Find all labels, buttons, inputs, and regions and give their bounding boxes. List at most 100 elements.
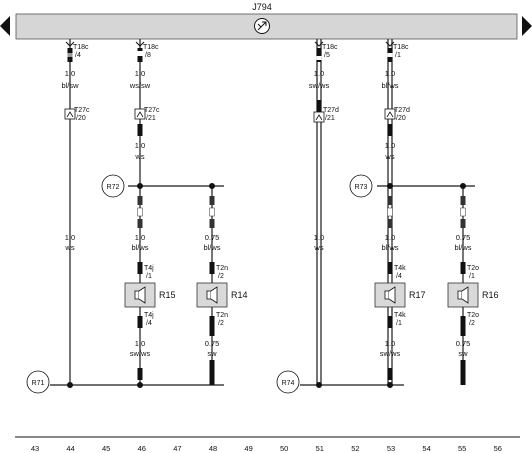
connector-pin: /4 <box>75 52 81 59</box>
wire-size: 0.75 <box>456 339 471 348</box>
column-number: 51 <box>316 444 324 453</box>
wire-color: sw/ws <box>130 349 151 358</box>
wire-color: bl/sw <box>61 81 79 90</box>
connector-pin: /1 <box>469 273 475 280</box>
connector-pin: /21 <box>325 115 335 122</box>
wire-color: sw <box>207 349 217 358</box>
connector-label: T2o <box>467 265 479 272</box>
connector-pin: /4 <box>396 273 402 280</box>
connector-pin: /5 <box>324 52 330 59</box>
connector-label: T27c <box>74 107 90 114</box>
wire-color: ws <box>313 243 323 252</box>
speaker-label: R15 <box>159 290 176 300</box>
triangle-right-icon <box>522 16 532 36</box>
speaker-label: R17 <box>409 290 426 300</box>
connector-pin: /8 <box>145 52 151 59</box>
connector-pin: /4 <box>146 320 152 327</box>
ref-label: R73 <box>355 184 368 191</box>
unit-label: J794 <box>252 2 272 12</box>
wire-color: sw/ws <box>309 81 330 90</box>
column-number: 50 <box>280 444 288 453</box>
wire-size: 1.0 <box>314 233 324 242</box>
wire-color: ws <box>384 152 394 161</box>
connector-pin: /1 <box>146 273 152 280</box>
wire-size: 1.0 <box>385 233 395 242</box>
wire-size: 1.0 <box>65 69 75 78</box>
connector-pin: /20 <box>76 115 86 122</box>
column-number: 44 <box>66 444 74 453</box>
wire-color: ws <box>64 243 74 252</box>
connector-label: T4j <box>144 312 154 319</box>
wire-size: 0.75 <box>456 233 471 242</box>
wire-color-marks <box>67 48 466 385</box>
wire-size: 1.0 <box>135 233 145 242</box>
column-number: 55 <box>458 444 466 453</box>
ref-label: R72 <box>107 184 120 191</box>
connector-pin: /21 <box>146 115 156 122</box>
wire-color: sw <box>458 349 468 358</box>
column-number: 53 <box>387 444 395 453</box>
column-number: 52 <box>351 444 359 453</box>
junction-dots <box>67 183 466 388</box>
connector-label: T2o <box>467 312 479 319</box>
wire-size: 1.0 <box>385 141 395 150</box>
connector-label: T4j <box>144 265 154 272</box>
ref-label: R74 <box>282 380 295 387</box>
speaker-boxes <box>124 282 479 308</box>
column-number: 54 <box>422 444 430 453</box>
inline-connectors <box>64 108 396 123</box>
column-number: 46 <box>138 444 146 453</box>
speaker-label: R16 <box>482 290 499 300</box>
connector-label: T18c <box>322 44 338 51</box>
connector-label: T27d <box>394 107 410 114</box>
column-number: 47 <box>173 444 181 453</box>
circuit-symbol-icon <box>254 18 270 34</box>
column-number: 45 <box>102 444 110 453</box>
speaker-icon <box>447 282 479 308</box>
wire-size: 1.0 <box>135 141 145 150</box>
wire-color: bl/ws <box>131 243 148 252</box>
wire-size: 1.0 <box>314 69 324 78</box>
wire-size: 0.75 <box>205 233 220 242</box>
connector-label: T18c <box>143 44 159 51</box>
wire-color: bl/ws <box>381 81 398 90</box>
connector-pin: /1 <box>395 52 401 59</box>
speaker-icon <box>374 282 406 308</box>
column-number: 49 <box>244 444 252 453</box>
connector-label: T2n <box>216 312 228 319</box>
connector-pin: /1 <box>396 320 402 327</box>
connector-pin: /2 <box>218 320 224 327</box>
connector-label: T18c <box>73 44 89 51</box>
connector-label: T2n <box>216 265 228 272</box>
connector-arrows <box>65 41 395 47</box>
connector-label: T4k <box>394 312 406 319</box>
column-number: 56 <box>494 444 502 453</box>
wire-color: bl/ws <box>454 243 471 252</box>
column-number: 43 <box>31 444 39 453</box>
wire-size: 0.75 <box>205 339 220 348</box>
connector-label: T18c <box>393 44 409 51</box>
triangle-left-icon <box>0 16 10 36</box>
column-number: 48 <box>209 444 217 453</box>
connector-label: T27c <box>144 107 160 114</box>
wire-size: 1.0 <box>385 339 395 348</box>
ref-circles <box>26 174 373 394</box>
connector-pin: /20 <box>396 115 406 122</box>
connector-pin: /2 <box>218 273 224 280</box>
wire-color: sw/ws <box>380 349 401 358</box>
wire-size: 1.0 <box>385 69 395 78</box>
wire-color: bl/ws <box>203 243 220 252</box>
connector-label: T27d <box>323 107 339 114</box>
wire-color: ws <box>134 152 144 161</box>
wire-color: bl/ws <box>381 243 398 252</box>
wire-size: 1.0 <box>135 69 145 78</box>
ref-label: R71 <box>32 380 45 387</box>
speaker-label: R14 <box>231 290 248 300</box>
connector-label: T4k <box>394 265 406 272</box>
speaker-icon <box>196 282 228 308</box>
speaker-icon <box>124 282 156 308</box>
connector-pin: /2 <box>469 320 475 327</box>
wire-color: ws/sw <box>129 81 151 90</box>
wire-size: 1.0 <box>65 233 75 242</box>
